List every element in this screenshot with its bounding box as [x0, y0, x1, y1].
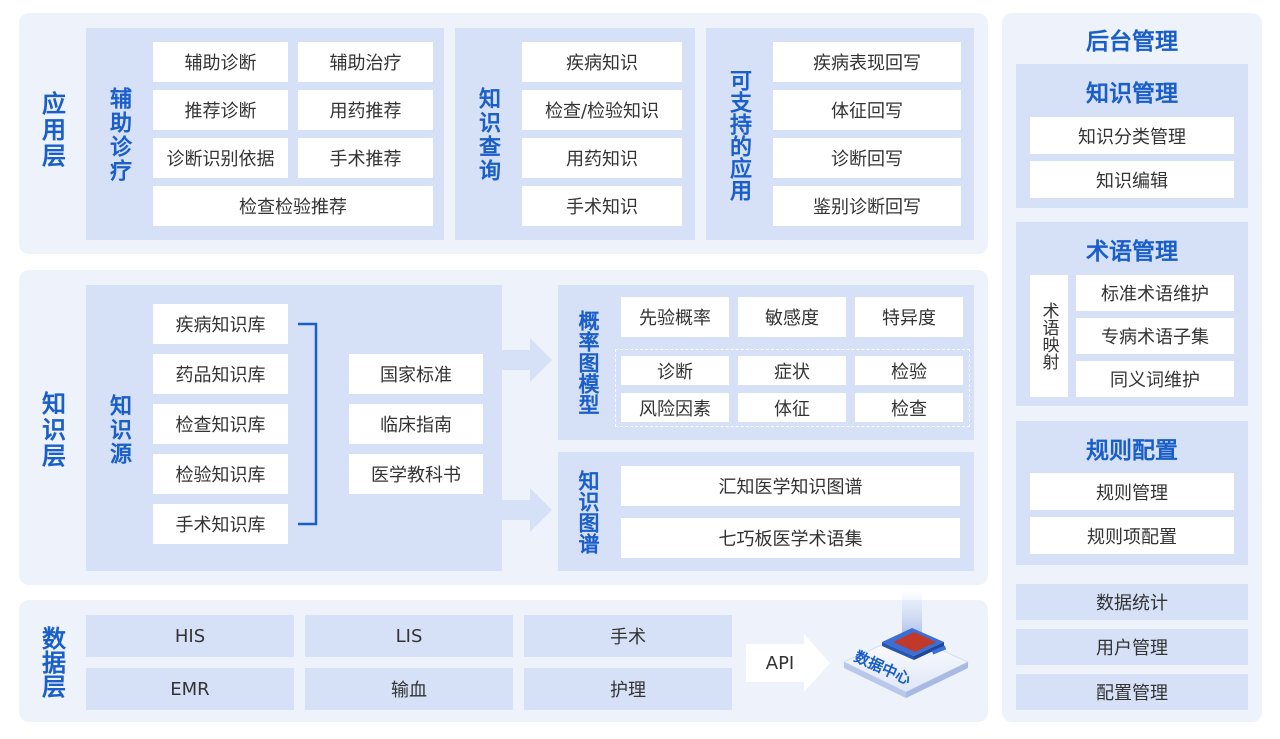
- knowledge-mgmt-item[interactable]: 知识分类管理: [1030, 117, 1234, 154]
- assist-item: 检查检验推荐: [153, 186, 433, 226]
- rule-config-item[interactable]: 规则管理: [1030, 473, 1234, 510]
- supported-item: 体征回写: [773, 90, 961, 130]
- prob-top-item: 先验概率: [621, 297, 729, 337]
- data-source-item: 护理: [524, 668, 732, 710]
- query-item: 用药知识: [522, 138, 682, 178]
- assist-diagnosis-label: 辅助诊疗: [106, 87, 131, 183]
- prob-model-label: 概率图模型: [576, 310, 600, 415]
- knowledge-mgmt-title: 知识管理: [1086, 81, 1178, 107]
- reference-item: 临床指南: [349, 404, 483, 444]
- query-item: 手术知识: [522, 186, 682, 226]
- data-source-item: 手术: [524, 615, 732, 657]
- data-center-icon: [842, 590, 970, 698]
- assist-item: 用药推荐: [298, 90, 433, 130]
- data-layer-label: 数据层: [37, 625, 66, 698]
- graph-item: 汇知医学知识图谱: [621, 466, 960, 506]
- prob-grid-dashed-frame: [615, 349, 970, 427]
- arrow-right-icon: [502, 338, 552, 382]
- api-label: API: [765, 652, 795, 674]
- data-source-item: HIS: [86, 615, 294, 657]
- library-item: 药品知识库: [153, 354, 288, 394]
- prob-top-item: 敏感度: [738, 297, 846, 337]
- prob-grid-item: 体征: [738, 393, 846, 422]
- term-mapping-box: [1030, 275, 1068, 397]
- prob-top-item: 特异度: [855, 297, 963, 337]
- term-mgmt-item[interactable]: 专病术语子集: [1076, 318, 1234, 354]
- assist-item: 诊断识别依据: [153, 138, 288, 178]
- term-mgmt-item[interactable]: 同义词维护: [1076, 361, 1234, 397]
- library-item: 疾病知识库: [153, 304, 288, 344]
- term-mgmt-item[interactable]: 标准术语维护: [1076, 275, 1234, 311]
- backend-title: 后台管理: [1086, 29, 1178, 55]
- library-item: 检验知识库: [153, 454, 288, 494]
- rule-config-item[interactable]: 规则项配置: [1030, 517, 1234, 554]
- knowledge-query-label: 知识查询: [475, 87, 500, 183]
- library-item: 手术知识库: [153, 504, 288, 544]
- reference-item: 医学教科书: [349, 454, 483, 494]
- library-item: 检查知识库: [153, 404, 288, 444]
- assist-item: 手术推荐: [298, 138, 433, 178]
- prob-grid-item: 检查: [855, 393, 963, 422]
- api-arrow-icon: [746, 634, 830, 692]
- graph-item: 七巧板医学术语集: [621, 518, 960, 558]
- arrow-right-icon: [502, 488, 552, 532]
- supported-item: 疾病表现回写: [773, 42, 961, 82]
- reference-item: 国家标准: [349, 354, 483, 394]
- application-layer-label: 应用层: [37, 91, 66, 169]
- data-source-item: LIS: [305, 615, 513, 657]
- assist-item: 推荐诊断: [153, 90, 288, 130]
- assist-item: 辅助治疗: [298, 42, 433, 82]
- prob-grid-item: 检验: [855, 356, 963, 385]
- knowledge-graph-label: 知识图谱: [576, 470, 600, 554]
- library-bracket-icon: [298, 322, 318, 526]
- query-item: 疾病知识: [522, 42, 682, 82]
- term-mgmt-title: 术语管理: [1086, 239, 1178, 265]
- assist-item: 辅助诊断: [153, 42, 288, 82]
- prob-grid-item: 症状: [738, 356, 846, 385]
- prob-grid-item: 诊断: [621, 356, 729, 385]
- knowledge-source-label: 知识源: [106, 394, 131, 466]
- data-statistics-bar[interactable]: 数据统计: [1016, 584, 1248, 620]
- data-source-item: 输血: [305, 668, 513, 710]
- knowledge-mgmt-item[interactable]: 知识编辑: [1030, 161, 1234, 198]
- knowledge-layer-label: 知识层: [37, 391, 66, 469]
- supported-apps-label: 可支持的应用: [726, 69, 751, 201]
- supported-item: 诊断回写: [773, 138, 961, 178]
- rule-config-title: 规则配置: [1086, 438, 1178, 464]
- user-management-bar[interactable]: 用户管理: [1016, 629, 1248, 665]
- config-management-bar[interactable]: 配置管理: [1016, 674, 1248, 710]
- query-item: 检查/检验知识: [522, 90, 682, 130]
- data-source-item: EMR: [86, 668, 294, 710]
- supported-item: 鉴别诊断回写: [773, 186, 961, 226]
- term-mapping-label: 术语映射: [1038, 302, 1059, 370]
- prob-grid-item: 风险因素: [621, 393, 729, 422]
